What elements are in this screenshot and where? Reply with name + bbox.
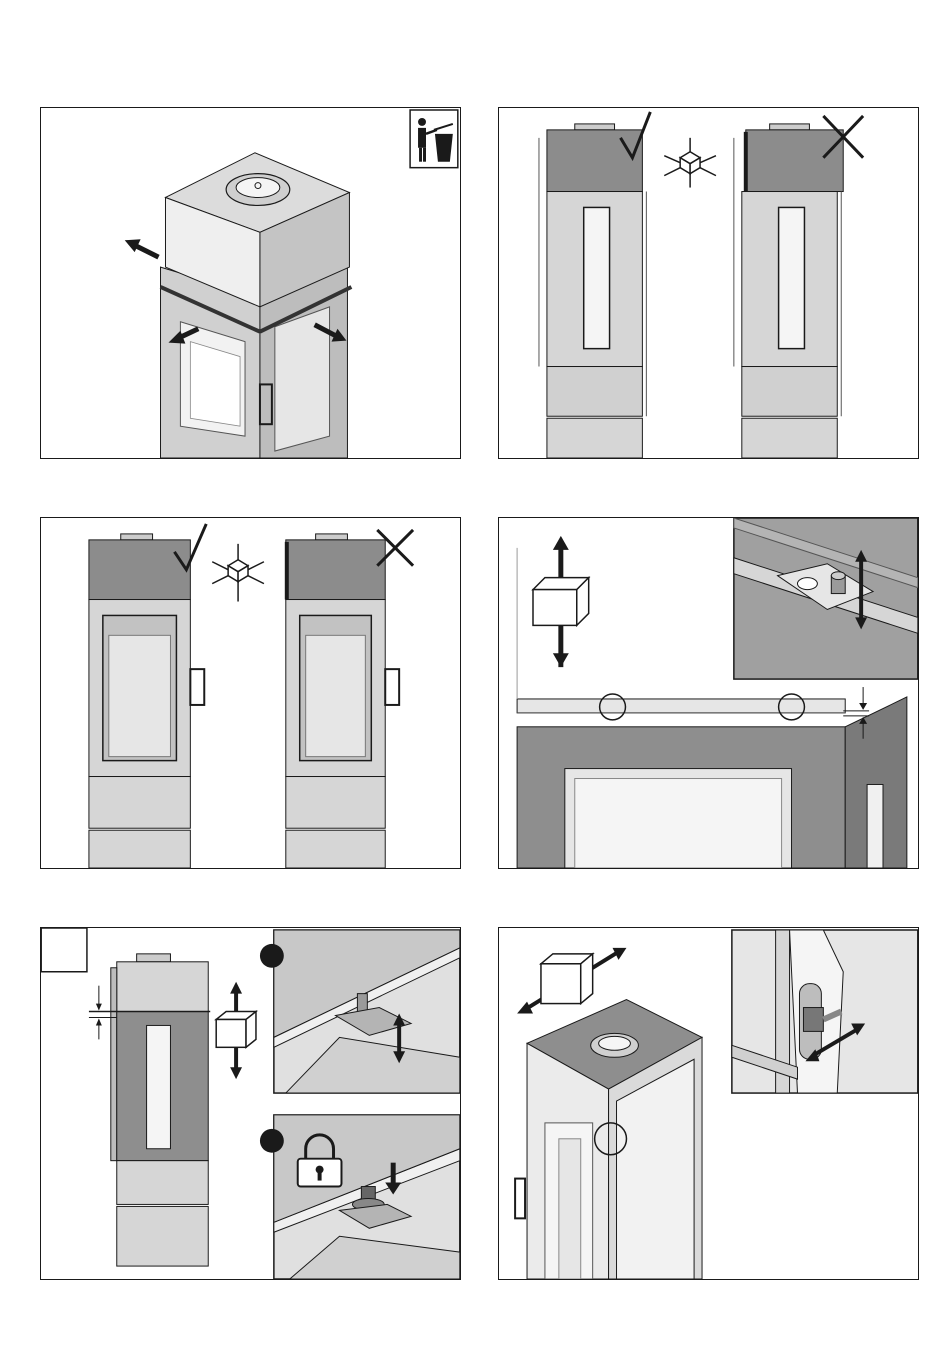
panel-top-alignment-check bbox=[498, 107, 919, 459]
stove-incorrect bbox=[734, 124, 843, 458]
dispose-waste-icon bbox=[410, 110, 458, 168]
gap-adjust-inset bbox=[260, 930, 460, 1093]
bracket-detail-inset bbox=[732, 930, 918, 1093]
bolt-detail-inset bbox=[734, 518, 918, 679]
step-bullet-icon bbox=[260, 944, 284, 968]
stove-top-diagram bbox=[41, 108, 460, 458]
panel-remove-transport-brackets bbox=[40, 107, 461, 459]
stove-lock-diagram bbox=[41, 928, 460, 1279]
stove-front-diagram bbox=[41, 518, 460, 868]
panel-gap-adjust-and-lock bbox=[40, 927, 461, 1280]
stove-bolt-diagram bbox=[499, 518, 918, 868]
vertical-adjust-cube-icon bbox=[533, 536, 589, 667]
level-axes-icon bbox=[664, 138, 716, 188]
vertical-adjust-cube-icon bbox=[216, 982, 256, 1079]
arrow-icon bbox=[125, 239, 159, 257]
stove-alignment-diagram bbox=[499, 108, 918, 458]
panel-height-adjust-bolts bbox=[498, 517, 919, 869]
horizontal-adjust-cube-icon bbox=[517, 948, 626, 1014]
panel-front-alignment-check bbox=[40, 517, 461, 869]
lock-inset bbox=[260, 1115, 460, 1279]
step-bullet-icon bbox=[260, 1129, 284, 1153]
stove-lateral-diagram bbox=[499, 928, 918, 1279]
panel-lateral-adjust bbox=[498, 927, 919, 1280]
level-axes-icon bbox=[212, 544, 264, 602]
stove-correct bbox=[89, 534, 204, 868]
stove-incorrect bbox=[286, 534, 399, 868]
stove-correct bbox=[539, 124, 646, 458]
step-number-box bbox=[41, 928, 87, 972]
